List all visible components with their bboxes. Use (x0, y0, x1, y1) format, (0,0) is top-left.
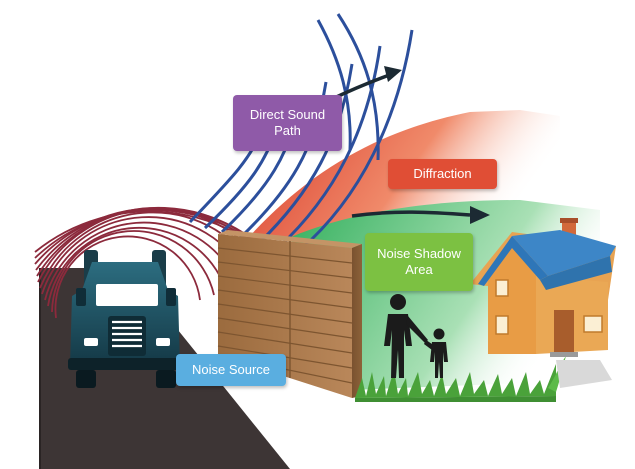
diffraction-label: Diffraction (388, 159, 497, 189)
noise-source-label: Noise Source (176, 354, 286, 386)
adult-figure-icon (384, 294, 428, 378)
child-figure-icon (424, 328, 448, 378)
arrow-icon (351, 206, 490, 224)
diffraction-text: Diffraction (413, 166, 472, 181)
noise-shadow-area-text: Noise Shadow Area (377, 246, 461, 277)
direct-sound-path-text: Direct Sound Path (249, 107, 326, 138)
noise-shadow-area-label: Noise Shadow Area (365, 233, 473, 291)
grass (355, 356, 566, 402)
house-icon (470, 218, 616, 357)
walkway (556, 360, 612, 388)
noise-source-text: Noise Source (191, 362, 271, 377)
direct-sound-path-label: Direct Sound Path (233, 95, 342, 151)
truck-icon (68, 250, 182, 388)
